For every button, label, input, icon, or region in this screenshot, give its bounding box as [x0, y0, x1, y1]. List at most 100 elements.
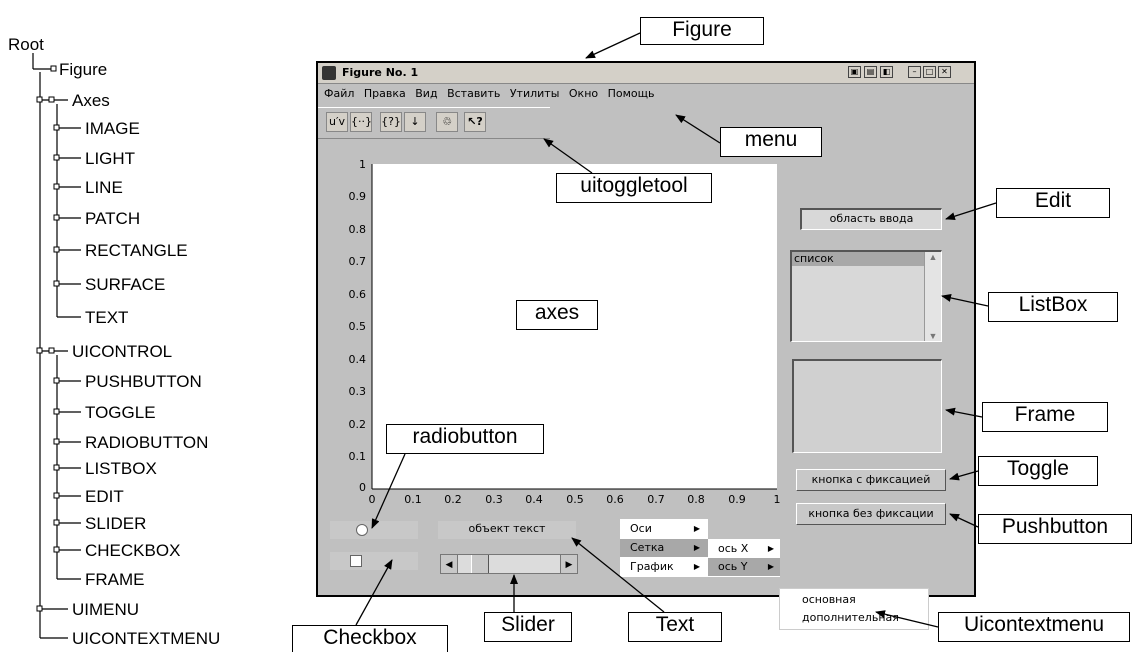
scroll-up-icon[interactable]: ▲ — [928, 252, 938, 262]
tree-uicontrol-child: RADIOBUTTON — [85, 433, 209, 452]
window-titlebar[interactable]: Figure No. 1 ▣ ▤ ◧ – □ ✕ — [318, 63, 974, 84]
listbox-scrollbar[interactable]: ▲ ▼ — [924, 252, 941, 341]
tree-axes-child: LINE — [85, 178, 123, 197]
push-button[interactable]: кнопка без фиксации — [796, 503, 946, 525]
toggle-button[interactable]: кнопка с фиксацией — [796, 469, 946, 491]
callout-frame: Frame — [982, 402, 1108, 432]
tree-axes-child: RECTANGLE — [85, 241, 188, 260]
menu-item-edit[interactable]: Правка — [363, 87, 406, 100]
window-title: Figure No. 1 — [342, 66, 419, 79]
y-tick-label: 0 — [359, 481, 366, 494]
maximize-icon[interactable]: □ — [923, 66, 936, 78]
toolbar-tool[interactable]: {··} — [350, 112, 372, 132]
toolbar-tool[interactable]: ↓ — [404, 112, 426, 132]
tree-figure: Figure — [59, 60, 108, 79]
edit-field[interactable]: область ввода — [800, 208, 942, 230]
dock-icon[interactable]: ▣ — [848, 66, 861, 78]
slider-left-arrow-icon[interactable]: ◀ — [441, 555, 458, 573]
tree-uicontrol-child: CHECKBOX — [85, 541, 181, 560]
toolbar-tool[interactable]: u′v — [326, 112, 348, 132]
menu-item-insert[interactable]: Вставить — [447, 87, 501, 100]
submenu-arrow-icon: ▶ — [693, 543, 700, 552]
y-tick-label: 0.5 — [348, 320, 367, 333]
callout-toggle: Toggle — [978, 456, 1098, 486]
context-menu-item[interactable]: Оси▶ — [620, 520, 708, 538]
context-submenu-2-item[interactable]: дополнительная — [802, 611, 899, 624]
callout-radiobutton: radiobutton — [386, 424, 544, 454]
context-submenu-item-label: ось X — [718, 542, 749, 555]
x-tick-label: 0.6 — [606, 493, 624, 506]
context-submenu-item[interactable]: ось Y ▶ — [708, 558, 780, 576]
context-menu-item-label: График — [630, 560, 674, 573]
tree-root: Root — [8, 35, 44, 54]
frame-panel — [792, 359, 942, 453]
minimize-icon[interactable]: – — [908, 66, 921, 78]
radiobutton-control[interactable] — [330, 521, 418, 539]
x-tick-label: 1 — [773, 493, 781, 506]
checkbox-control[interactable] — [330, 552, 418, 570]
tree-uicontextmenu: UICONTEXTMENU — [72, 629, 221, 648]
tree-axes-child: PATCH — [85, 209, 141, 228]
menu-item-view[interactable]: Вид — [415, 87, 438, 100]
callout-menu: menu — [720, 127, 822, 157]
y-tick-label: 0.2 — [348, 418, 367, 431]
x-tick-label: 0.7 — [647, 493, 665, 506]
tree-connector-lines — [32, 53, 81, 639]
listbox-item[interactable]: список — [792, 252, 925, 266]
checkbox-square-icon[interactable] — [350, 555, 362, 567]
callout-pushbutton: Pushbutton — [978, 514, 1132, 544]
y-tick-label: 0.7 — [348, 255, 367, 268]
y-tick-label: 0.8 — [348, 223, 367, 236]
menu-item-help[interactable]: Помощь — [607, 87, 655, 100]
listbox[interactable]: список ▲ ▼ — [790, 250, 942, 342]
context-submenu-2: основная дополнительная — [779, 588, 929, 630]
menu-bar: Файл Правка Вид Вставить Утилиты Окно По… — [318, 85, 974, 103]
context-submenu: ось X▶ ось Y ▶ — [708, 539, 780, 577]
toolbar-tool[interactable]: {?} — [380, 112, 402, 132]
context-menu-item[interactable]: График ▶ — [620, 558, 708, 576]
x-tick-label: 0.5 — [566, 493, 584, 506]
layout-icon[interactable]: ◧ — [880, 66, 893, 78]
slider-thumb[interactable] — [471, 555, 489, 573]
tree-uicontrol-child: PUSHBUTTON — [85, 372, 202, 391]
callout-slider: Slider — [484, 612, 572, 642]
menu-item-tools[interactable]: Утилиты — [509, 87, 560, 100]
menu-item-file[interactable]: Файл — [324, 87, 355, 100]
toolbar-tool[interactable]: ♲ — [436, 112, 458, 132]
tree-uicontrol-child: EDIT — [85, 487, 124, 506]
context-menu-item[interactable]: Сетка ▶ — [620, 539, 708, 557]
context-submenu-2-item[interactable]: основная — [802, 593, 856, 606]
axes-frame — [371, 164, 777, 490]
figure-toolbar: u′v {··} {?} ↓ ♲ ↖? — [318, 107, 550, 139]
context-menu-item-label: Оси — [630, 522, 652, 535]
close-icon[interactable]: ✕ — [938, 66, 951, 78]
tree-axes: Axes — [72, 91, 110, 110]
callout-checkbox: Checkbox — [292, 625, 448, 652]
submenu-arrow-icon: ▶ — [767, 562, 774, 571]
submenu-arrow-icon: ▶ — [693, 562, 700, 571]
x-tick-label: 0 — [368, 493, 376, 506]
toolbar-tool[interactable]: ↖? — [464, 112, 486, 132]
radio-circle-icon[interactable] — [356, 524, 368, 536]
context-submenu-item[interactable]: ось X▶ — [708, 540, 780, 558]
y-tick-label: 0.1 — [348, 450, 367, 463]
figure-window: Figure No. 1 ▣ ▤ ◧ – □ ✕ Файл Правка Вид… — [316, 61, 976, 597]
context-submenu-item-label: ось Y — [718, 560, 748, 573]
tree-axes-child: LIGHT — [85, 149, 136, 168]
tile-icon[interactable]: ▤ — [864, 66, 877, 78]
tree-uimenu: UIMENU — [72, 600, 140, 619]
context-menu-item-label: Сетка — [630, 541, 665, 554]
callout-edit: Edit — [996, 188, 1110, 218]
tree-axes-child: TEXT — [85, 308, 129, 327]
tree-uicontrol-child: LISTBOX — [85, 459, 157, 478]
context-menu: Оси▶ Сетка ▶ График ▶ — [620, 519, 708, 577]
menu-item-window[interactable]: Окно — [568, 87, 599, 100]
matlab-logo-icon — [322, 66, 336, 80]
scroll-down-icon[interactable]: ▼ — [928, 331, 938, 341]
static-text: объект текст — [438, 521, 576, 539]
x-tick-label: 0.3 — [485, 493, 503, 506]
callout-uicontextmenu: Uicontextmenu — [938, 612, 1130, 642]
slider-control[interactable]: ◀ ▶ — [440, 554, 578, 574]
slider-right-arrow-icon[interactable]: ▶ — [560, 555, 577, 573]
x-tick-label: 0.9 — [728, 493, 746, 506]
